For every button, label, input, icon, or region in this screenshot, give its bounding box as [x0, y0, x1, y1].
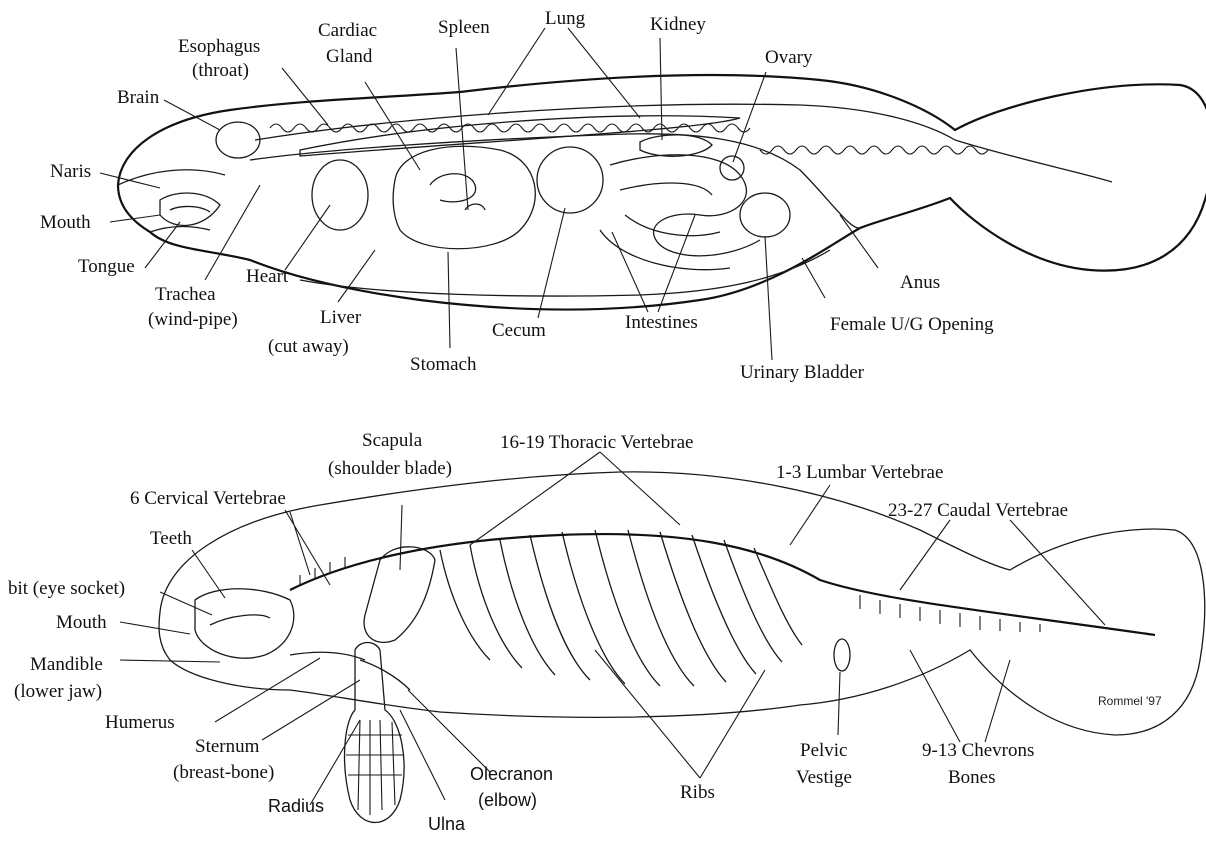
- urinary-bladder-shape: [740, 193, 790, 237]
- skeleton-diagram: Rommel '97 Scapula (shoulder blade): [8, 430, 1205, 834]
- label-humerus: Humerus: [105, 712, 175, 733]
- label-chevrons-1: 9-13 Chevrons: [922, 740, 1034, 761]
- label-brain: Brain: [117, 87, 160, 108]
- label-cecum: Cecum: [492, 320, 546, 341]
- label-mandible-1: Mandible: [30, 654, 103, 675]
- label-olecranon-2: (elbow): [478, 790, 537, 810]
- scapula-shape: [364, 547, 435, 643]
- label-sternum-2: (breast-bone): [173, 762, 274, 783]
- organs-labels: Esophagus (throat) Cardiac Gland Spleen …: [40, 8, 994, 383]
- label-stomach: Stomach: [410, 354, 477, 375]
- label-pelvic-2: Vestige: [796, 767, 852, 788]
- label-ovary: Ovary: [765, 47, 813, 68]
- label-radius: Radius: [268, 796, 324, 816]
- label-cardiac-gland-1: Cardiac: [318, 20, 377, 41]
- label-cervical: 6 Cervical Vertebrae: [130, 488, 286, 509]
- label-orbit: bit (eye socket): [8, 578, 125, 599]
- cecum-shape: [537, 147, 603, 213]
- label-ulna: Ulna: [428, 814, 466, 834]
- label-scapula-1: Scapula: [362, 430, 423, 451]
- label-chevrons-2: Bones: [948, 767, 996, 788]
- vertebral-column-wave: [270, 124, 750, 132]
- label-mouth-top: Mouth: [40, 212, 91, 233]
- label-esophagus-2: (throat): [192, 60, 249, 81]
- label-tongue: Tongue: [78, 256, 135, 277]
- label-teeth: Teeth: [150, 528, 192, 549]
- label-esophagus-1: Esophagus: [178, 36, 260, 57]
- label-lung: Lung: [545, 8, 586, 29]
- label-sternum-1: Sternum: [195, 736, 260, 757]
- label-olecranon-1: Olecranon: [470, 764, 553, 784]
- label-caudal: 23-27 Caudal Vertebrae: [888, 500, 1068, 521]
- organs-diagram: Esophagus (throat) Cardiac Gland Spleen …: [40, 8, 1206, 383]
- spine: [290, 534, 1155, 635]
- label-thoracic: 16-19 Thoracic Vertebrae: [500, 432, 693, 453]
- label-anus: Anus: [900, 272, 940, 293]
- label-liver-2: (cut away): [268, 336, 349, 357]
- label-naris: Naris: [50, 161, 91, 182]
- lung-shape: [300, 116, 740, 156]
- label-mandible-2: (lower jaw): [14, 681, 102, 702]
- label-ribs: Ribs: [680, 782, 715, 803]
- label-lumbar: 1-3 Lumbar Vertebrae: [776, 462, 943, 483]
- pelvic-vestige-shape: [834, 639, 850, 671]
- label-trachea-1: Trachea: [155, 284, 216, 305]
- label-female-ug: Female U/G Opening: [830, 314, 994, 335]
- label-trachea-2: (wind-pipe): [148, 309, 238, 330]
- label-spleen: Spleen: [438, 17, 490, 38]
- label-liver-1: Liver: [320, 307, 362, 328]
- rib-cage: [440, 530, 802, 686]
- label-intestines: Intestines: [625, 312, 698, 333]
- skeleton-labels: Scapula (shoulder blade) 16-19 Thoracic …: [8, 430, 1068, 834]
- brain-shape: [216, 122, 260, 158]
- label-kidney: Kidney: [650, 14, 706, 35]
- intestines-shape: [600, 155, 760, 270]
- label-pelvic-1: Pelvic: [800, 740, 848, 761]
- label-heart: Heart: [246, 266, 289, 287]
- label-cardiac-gland-2: Gland: [326, 46, 373, 67]
- label-scapula-2: (shoulder blade): [328, 458, 452, 479]
- artist-signature: Rommel '97: [1098, 694, 1162, 708]
- label-urinary-bladder: Urinary Bladder: [740, 362, 865, 383]
- label-mouth-bottom: Mouth: [56, 612, 107, 633]
